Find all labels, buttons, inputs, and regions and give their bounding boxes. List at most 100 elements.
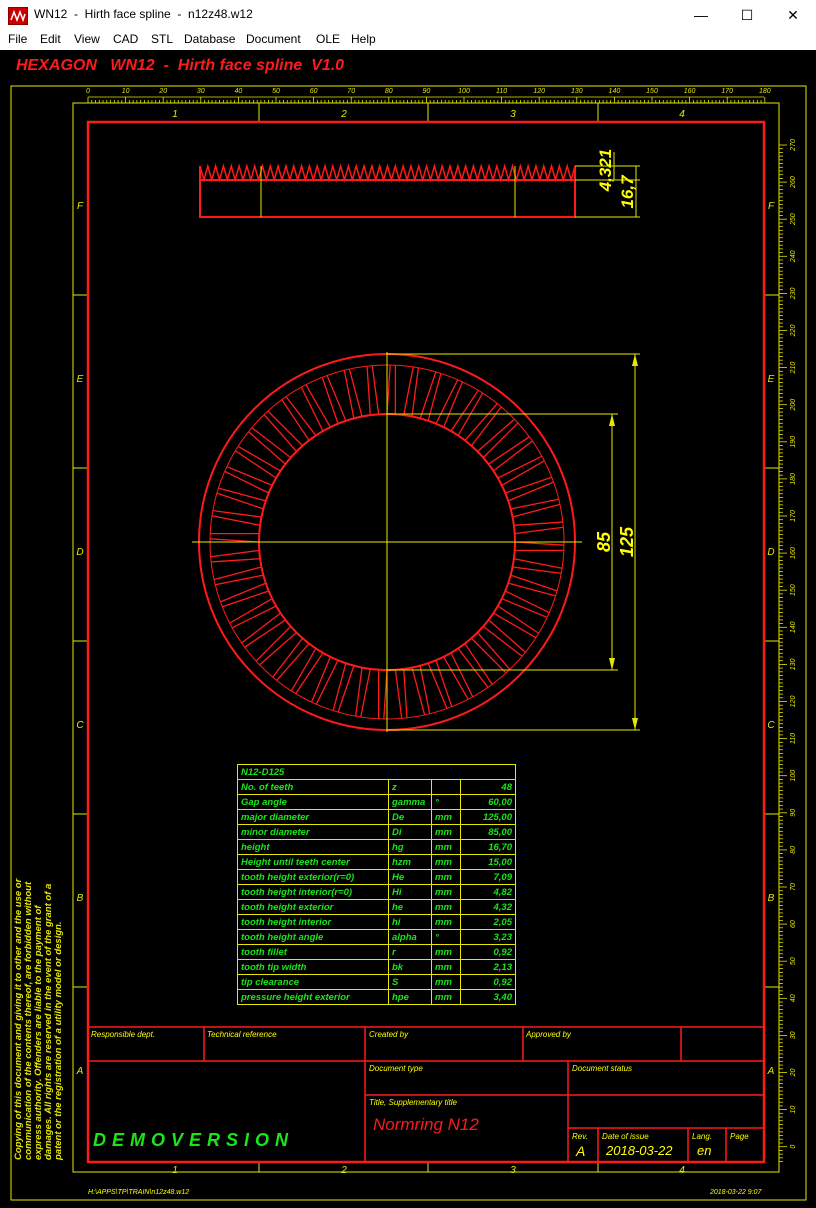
param-unit: ° — [431, 929, 461, 945]
issue-date-value: 2018-03-22 — [606, 1143, 673, 1158]
param-unit: mm — [431, 914, 461, 930]
param-val: 0,92 — [460, 944, 516, 960]
page-label: Page — [730, 1132, 749, 1141]
language-value: en — [697, 1143, 712, 1158]
param-name: tooth tip width — [237, 959, 389, 975]
revision-value: A — [576, 1143, 586, 1159]
technical-reference-label: Technical reference — [207, 1030, 277, 1039]
param-name: major diameter — [237, 809, 389, 825]
param-val: 15,00 — [460, 854, 516, 870]
param-unit: mm — [431, 959, 461, 975]
drawing-title: Normring N12 — [373, 1115, 479, 1134]
param-unit: ° — [431, 794, 461, 810]
param-sym: bk — [388, 959, 432, 975]
param-sym: Di — [388, 824, 432, 840]
param-val: 7,09 — [460, 869, 516, 885]
param-val: 2,05 — [460, 914, 516, 930]
language-label: Lang. — [692, 1132, 713, 1141]
param-sym: r — [388, 944, 432, 960]
param-unit: mm — [431, 944, 461, 960]
param-sym: hg — [388, 839, 432, 855]
param-sym: Hi — [388, 884, 432, 900]
param-val: 16,70 — [460, 839, 516, 855]
param-name: tooth height exterior(r=0) — [237, 869, 389, 885]
title-label: Title, Supplementary title — [369, 1098, 457, 1107]
param-sym: hzm — [388, 854, 432, 870]
param-val: 0,92 — [460, 974, 516, 990]
param-unit: mm — [431, 809, 461, 825]
param-sym: z — [388, 779, 432, 795]
print-date: 2018-03-22 9:07 — [710, 1189, 762, 1196]
responsible-dept-label: Responsible dept. — [91, 1030, 156, 1039]
maximize-button[interactable]: ☐ — [740, 7, 754, 23]
menu-file[interactable]: File — [8, 32, 28, 46]
menu-help[interactable]: Help — [351, 32, 376, 46]
menu-edit[interactable]: Edit — [40, 32, 61, 46]
menu-database[interactable]: Database — [184, 32, 236, 46]
file-path: H:\APPS\TP\TRAIN\n12z48.w12 — [88, 1189, 190, 1196]
param-val: 4,82 — [460, 884, 516, 900]
menu-bar: File Edit View CAD STL Database Document… — [0, 30, 816, 50]
param-unit: mm — [431, 854, 461, 870]
minimize-button[interactable]: — — [694, 7, 708, 23]
param-name: tooth height interior — [237, 914, 389, 930]
param-val: 3,23 — [460, 929, 516, 945]
close-button[interactable]: ✕ — [787, 7, 799, 23]
param-unit: mm — [431, 989, 461, 1005]
revision-label: Rev. — [572, 1132, 588, 1141]
menu-view[interactable]: View — [74, 32, 100, 46]
window-titlebar: WN12 - Hirth face spline - n12z48.w12 — … — [0, 0, 816, 31]
param-sym: He — [388, 869, 432, 885]
param-sym: S — [388, 974, 432, 990]
param-sym: hpe — [388, 989, 432, 1005]
menu-ole[interactable]: OLE — [316, 32, 341, 46]
param-val: 125,00 — [460, 809, 516, 825]
param-unit: mm — [431, 899, 461, 915]
menu-document[interactable]: Document — [246, 32, 301, 46]
param-val: 48 — [460, 779, 516, 795]
param-name: Height until teeth center — [237, 854, 389, 870]
copyright-notice: Copying of this document and giving it t… — [13, 878, 64, 1160]
param-unit — [431, 779, 461, 795]
param-name: tooth height angle — [237, 929, 389, 945]
table-title: N12-D125 — [237, 764, 516, 780]
param-name: height — [237, 839, 389, 855]
window-title: WN12 - Hirth face spline - n12z48.w12 — [34, 7, 253, 21]
param-name: pressure height exterior — [237, 989, 389, 1005]
approved-by-label: Approved by — [526, 1030, 571, 1039]
param-name: Gap angle — [237, 794, 389, 810]
param-name: tooth height interior(r=0) — [237, 884, 389, 900]
param-name: minor diameter — [237, 824, 389, 840]
param-sym: alpha — [388, 929, 432, 945]
param-sym: hi — [388, 914, 432, 930]
demo-version-watermark: DEMOVERSION — [93, 1130, 295, 1150]
menu-stl[interactable]: STL — [151, 32, 174, 46]
issue-date-label: Date of issue — [602, 1132, 649, 1141]
document-status-label: Document status — [572, 1064, 633, 1073]
param-unit: mm — [431, 839, 461, 855]
param-sym: gamma — [388, 794, 432, 810]
document-type-label: Document type — [369, 1064, 423, 1073]
app-header: HEXAGON WN12 - Hirth face spline V1.0 — [16, 57, 345, 74]
param-name: tooth height exterior — [237, 899, 389, 915]
menu-cad[interactable]: CAD — [113, 32, 139, 46]
param-val: 3,40 — [460, 989, 516, 1005]
param-val: 60,00 — [460, 794, 516, 810]
param-unit: mm — [431, 974, 461, 990]
param-val: 4,32 — [460, 899, 516, 915]
